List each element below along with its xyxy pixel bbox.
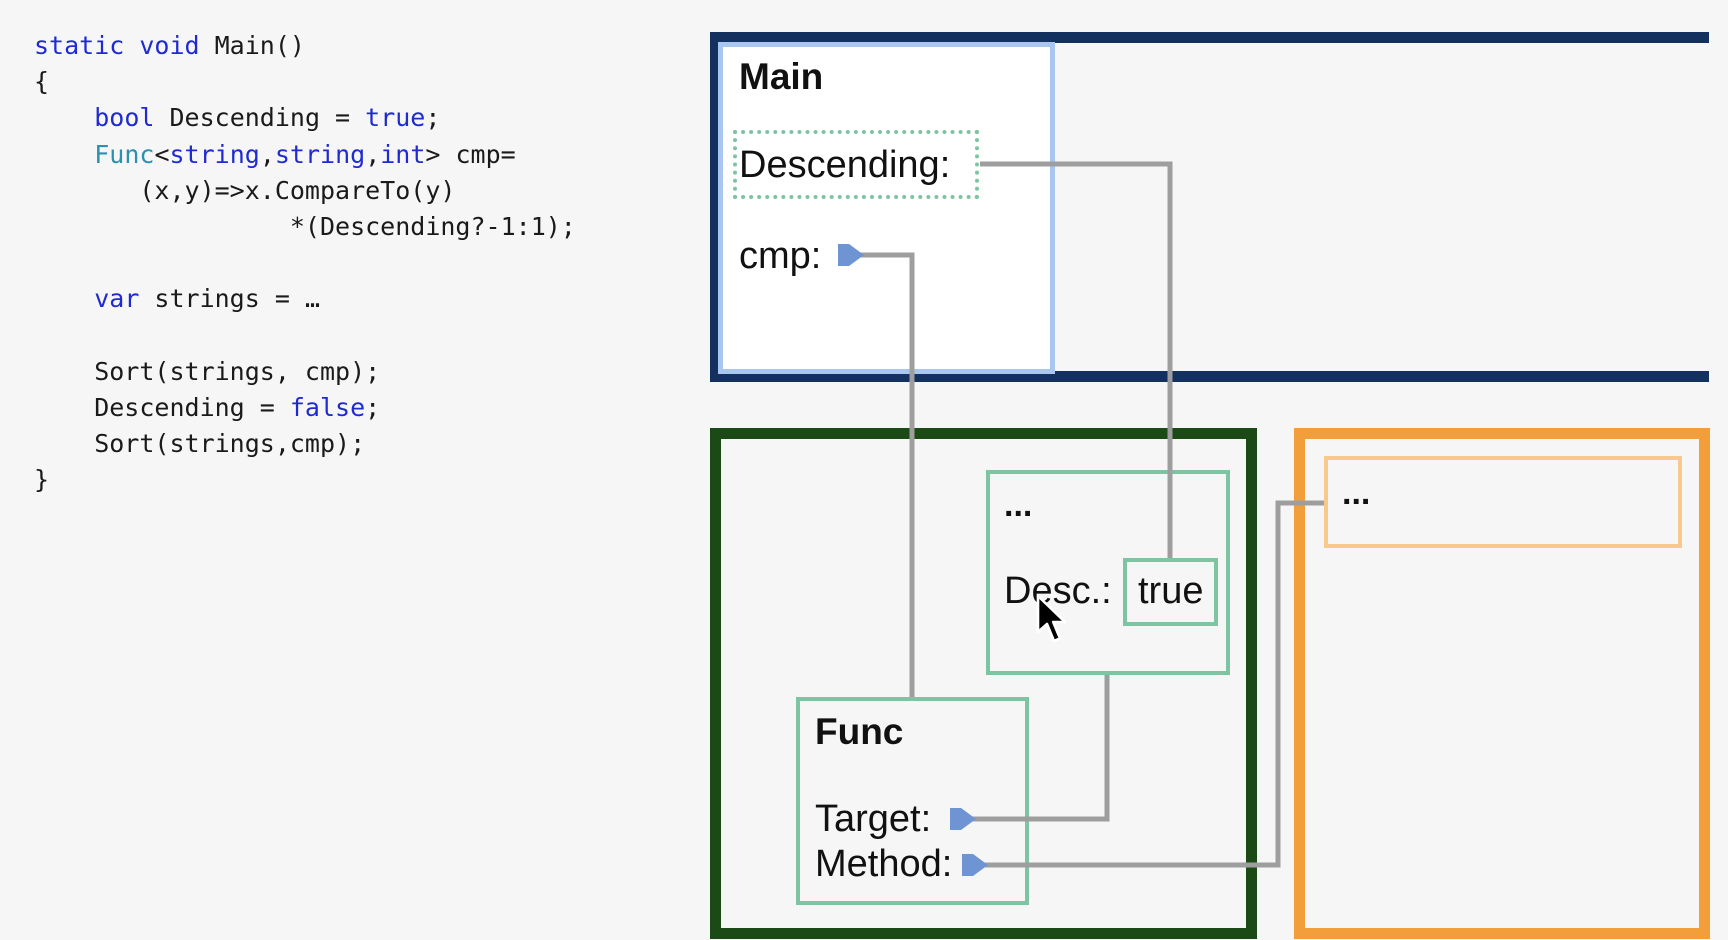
code-text: ; xyxy=(425,103,441,133)
code-keyword: bool xyxy=(94,103,155,133)
method-body-box xyxy=(1324,456,1682,548)
code-type-name: Func xyxy=(94,139,155,169)
method-body-ellipsis: ... xyxy=(1342,474,1371,512)
code-text: strings = … xyxy=(139,284,320,314)
code-keyword: string xyxy=(169,139,260,169)
main-frame-box xyxy=(718,42,1055,374)
code-keyword: true xyxy=(365,103,426,133)
heap-frame-box xyxy=(710,428,1257,939)
code-line: var strings = … xyxy=(34,281,576,317)
code-keyword: string xyxy=(274,139,366,169)
func-object-box xyxy=(796,697,1029,905)
code-keyword: false xyxy=(289,392,366,422)
closure-ellipsis: ... xyxy=(1004,486,1033,524)
code-text: ; xyxy=(365,392,381,422)
target-pointer-arrow xyxy=(950,808,976,830)
code-text: Main() xyxy=(199,31,305,60)
mouse-cursor-icon xyxy=(1036,594,1067,643)
target-to-closure-connector xyxy=(968,675,1110,822)
method-to-body-connector xyxy=(985,500,1324,868)
code-text: < xyxy=(154,139,170,169)
code-text: Sort(strings, cmp); xyxy=(34,356,381,386)
code-text: , xyxy=(365,139,381,169)
code-text: { xyxy=(34,67,50,97)
code-line: } xyxy=(34,462,576,498)
code-keyword: int xyxy=(380,139,426,169)
method-frame-box xyxy=(1294,428,1710,939)
code-line: { xyxy=(34,64,576,100)
code-keyword: static void xyxy=(34,31,200,60)
descending-label: Descending: xyxy=(739,144,951,186)
func-method-label: Method: xyxy=(815,843,953,885)
code-line: Sort(strings,cmp); xyxy=(34,426,576,462)
code-text: , xyxy=(259,139,275,169)
code-text: > cmp= xyxy=(425,139,516,169)
stack-frame-top-bar xyxy=(710,32,1709,43)
main-frame-title: Main xyxy=(739,56,824,97)
code-line: *(Descending?-1:1); xyxy=(34,209,576,245)
desc-value-box xyxy=(1123,558,1218,626)
func-target-label: Target: xyxy=(815,798,932,840)
code-line: Func<string,string,int> cmp= xyxy=(34,137,576,173)
closure-desc-value: true xyxy=(1138,570,1204,612)
method-pointer-arrow xyxy=(962,854,988,876)
cmp-label: cmp: xyxy=(739,235,822,277)
code-text: Descending = xyxy=(34,392,290,422)
func-object-title: Func xyxy=(815,711,904,752)
code-text: Sort(strings,cmp); xyxy=(34,429,366,459)
code-keyword: var xyxy=(94,284,140,314)
code-line: bool Descending = true; xyxy=(34,100,576,136)
code-line: Sort(strings, cmp); xyxy=(34,354,576,390)
stack-frame-left-bar xyxy=(710,32,721,382)
code-listing: static void Main(){ bool Descending = tr… xyxy=(34,28,576,498)
code-line: (x,y)=>x.CompareTo(y) xyxy=(34,173,576,209)
code-text: *(Descending?-1:1); xyxy=(34,211,576,241)
descending-to-closure-connector xyxy=(980,161,1173,558)
code-line: static void Main() xyxy=(34,28,576,64)
cmp-pointer-arrow xyxy=(838,244,864,266)
closure-desc-label: Desc.: xyxy=(1004,570,1112,612)
code-text: } xyxy=(34,465,50,495)
code-line: Descending = false; xyxy=(34,390,576,426)
code-text: (x,y)=>x.CompareTo(y) xyxy=(34,175,456,205)
cmp-to-func-connector xyxy=(860,252,915,697)
closure-object-box xyxy=(986,470,1230,675)
descending-variable-box xyxy=(733,130,979,199)
code-text: Descending = xyxy=(154,103,366,133)
stack-frame-bottom-bar xyxy=(710,371,1709,382)
